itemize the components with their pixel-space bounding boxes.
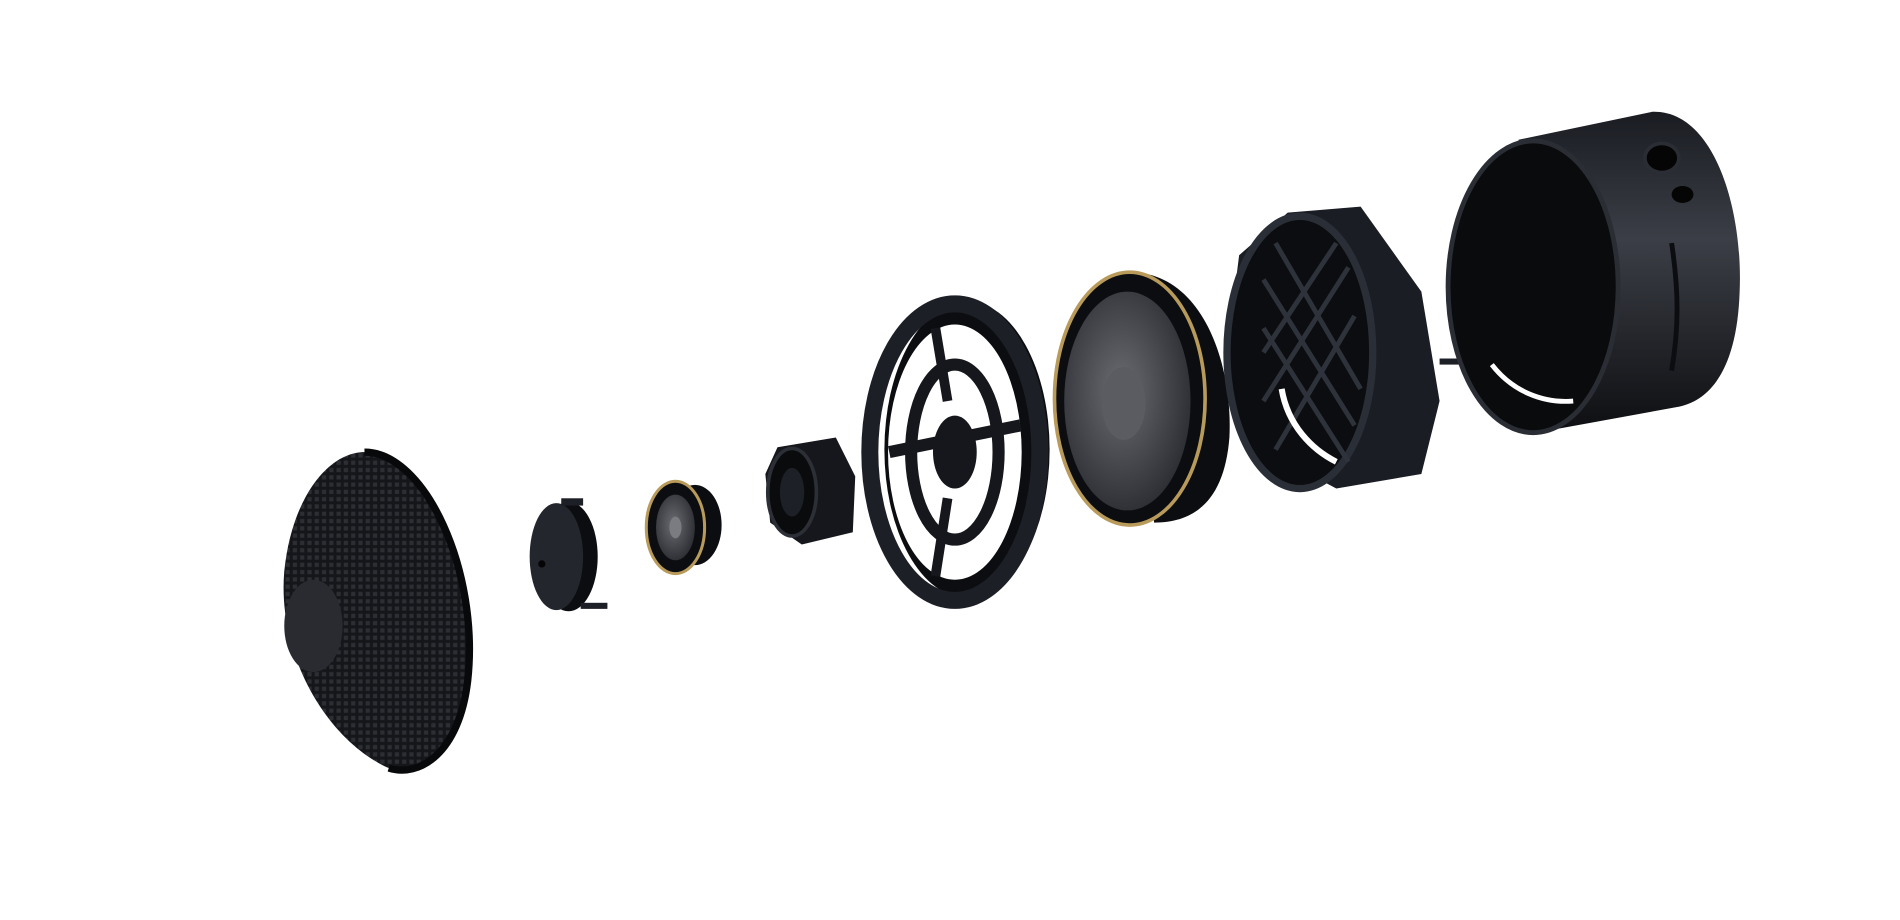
grille-center-boss: [284, 579, 343, 673]
housing-port-small: [1671, 185, 1694, 203]
outer-housing-part: [1445, 111, 1740, 436]
tweeter-cap-part: [529, 498, 608, 612]
tweeter-housing-part: [765, 437, 856, 545]
rear-grid-frame-part: [1223, 206, 1462, 493]
woofer-driver-part: [1052, 270, 1230, 527]
tweeter-driver-part: [644, 479, 722, 576]
housing-port-large: [1643, 141, 1681, 175]
woofer-frame-ring-part: [861, 295, 1050, 609]
grille-cone-part: [283, 448, 474, 774]
